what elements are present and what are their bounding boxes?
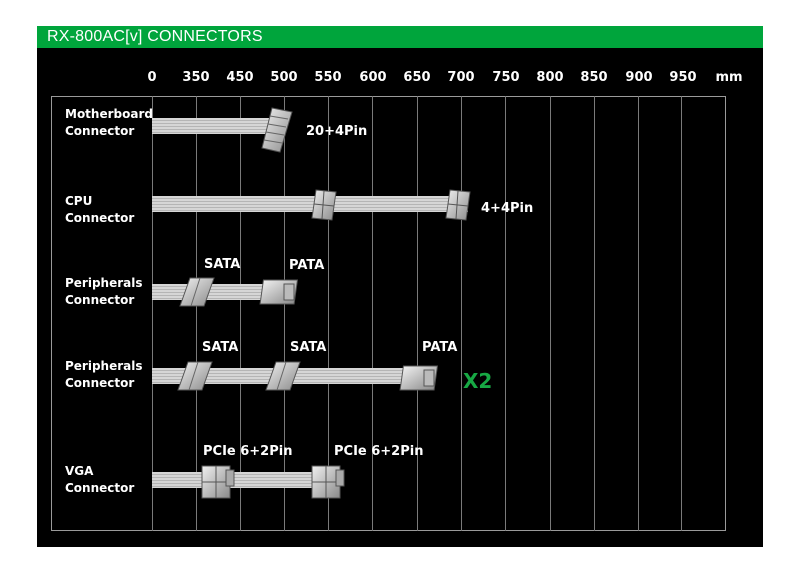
sata-connector-icon <box>265 361 301 391</box>
row-label-vga: VGA Connector <box>65 464 135 495</box>
unit-label: mm <box>715 70 743 85</box>
connector-label: PATA <box>289 258 325 273</box>
connector-label: SATA <box>202 340 239 355</box>
title-bar: RX-800AC[v] CONNECTORS <box>37 26 763 48</box>
grid-line <box>328 96 329 531</box>
sata-connector-icon <box>177 361 213 391</box>
atx-24pin-connector-icon <box>261 107 293 153</box>
sata-connector-icon <box>179 277 215 307</box>
grid-line <box>284 96 285 531</box>
page-title: RX-800AC[v] CONNECTORS <box>47 28 263 45</box>
cable <box>152 118 272 134</box>
row-label-cpu: CPU Connector <box>65 194 135 225</box>
cable <box>152 472 318 488</box>
tick-label: 850 <box>580 70 608 85</box>
connector-label: PATA <box>422 340 458 355</box>
connector-label: SATA <box>290 340 327 355</box>
row-label-peripherals: Peripherals Connector <box>65 276 143 307</box>
tick-label: 750 <box>492 70 520 85</box>
multiplier-badge: X2 <box>463 369 493 393</box>
grid-line <box>505 96 506 531</box>
grid-line <box>240 96 241 531</box>
connector-label: PCIe 6+2Pin <box>334 444 424 459</box>
tick-label: 900 <box>625 70 653 85</box>
grid-line <box>196 96 197 531</box>
tick-label: 800 <box>536 70 564 85</box>
tick-label: 650 <box>403 70 431 85</box>
pcie-connector-icon <box>201 465 235 499</box>
tick-label: 700 <box>447 70 475 85</box>
connector-label: 4+4Pin <box>481 201 534 216</box>
cpu-4pin-connector-icon <box>445 189 471 221</box>
grid-line <box>638 96 639 531</box>
tick-label: 950 <box>669 70 697 85</box>
grid-line <box>594 96 595 531</box>
pata-connector-icon <box>259 279 299 305</box>
grid-line <box>550 96 551 531</box>
tick-label: 0 <box>147 70 157 85</box>
connector-label: SATA <box>204 257 241 272</box>
grid-line <box>681 96 682 531</box>
grid-frame <box>51 96 726 531</box>
grid-line <box>372 96 373 531</box>
pcie-connector-icon <box>311 465 345 499</box>
connector-label: PCIe 6+2Pin <box>203 444 293 459</box>
tick-label: 600 <box>359 70 387 85</box>
cable <box>152 284 270 300</box>
tick-label: 450 <box>226 70 254 85</box>
row-label-peripherals: Peripherals Connector <box>65 359 143 390</box>
tick-label: 500 <box>270 70 298 85</box>
row-label-motherboard: Motherboard Connector <box>65 107 153 138</box>
tick-label: 550 <box>314 70 342 85</box>
connector-label: 20+4Pin <box>306 124 368 139</box>
cpu-4pin-connector-icon <box>311 189 337 221</box>
cable <box>152 196 468 212</box>
grid-line <box>461 96 462 531</box>
grid-line <box>152 96 153 531</box>
grid-line <box>417 96 418 531</box>
pata-connector-icon <box>399 365 439 391</box>
tick-label: 350 <box>182 70 210 85</box>
